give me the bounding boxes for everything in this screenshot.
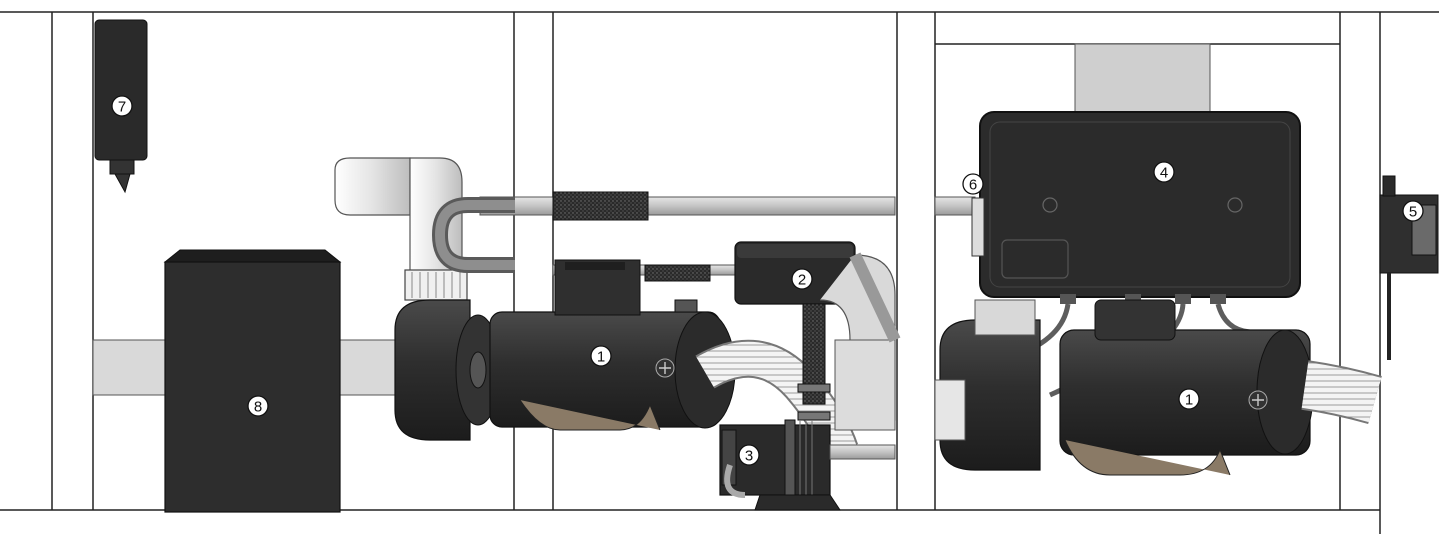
- pump-left-volute: [394, 299, 471, 441]
- corner-mark: ': [2, 0, 5, 8]
- pipe-insulation: [552, 191, 649, 221]
- callout-c6: 6: [962, 173, 984, 195]
- pvc-elbow: [334, 157, 515, 301]
- component-5: [1379, 175, 1439, 360]
- component-8: [163, 249, 342, 513]
- callout-c1a: 1: [590, 345, 612, 367]
- callout-number: 8: [254, 399, 262, 416]
- control-box-4: [971, 111, 1301, 304]
- callout-circle: [791, 268, 813, 290]
- callout-number: 1: [597, 349, 605, 366]
- callout-c2: 2: [791, 268, 813, 290]
- callout-c3: 3: [738, 444, 760, 466]
- callout-number: 1: [1185, 392, 1193, 409]
- callout-number: 5: [1409, 204, 1417, 221]
- callout-number: 3: [745, 448, 753, 465]
- pvc-fitting-center: [819, 252, 901, 431]
- callout-circle: [1153, 161, 1175, 183]
- component-7: [94, 19, 148, 194]
- vertical-support: [1074, 43, 1211, 115]
- component-3: [719, 419, 896, 511]
- support-beams: [92, 43, 1211, 396]
- callout-circle: [738, 444, 760, 466]
- callout-number: 4: [1160, 165, 1168, 182]
- callout-c5: 5: [1402, 200, 1424, 222]
- callout-circle: [111, 95, 133, 117]
- callout-c4: 4: [1153, 161, 1175, 183]
- callouts: 1 1 2 3 4 5 6 7 8: [111, 95, 1424, 466]
- callout-circle: [1402, 200, 1424, 222]
- pump-right: [934, 299, 1382, 476]
- pump-left: [394, 259, 736, 441]
- callout-c7: 7: [111, 95, 133, 117]
- callout-number: 2: [798, 272, 806, 289]
- callout-number: 7: [118, 99, 126, 116]
- callout-circle: [962, 173, 984, 195]
- callout-circle: [590, 345, 612, 367]
- callout-c1b: 1: [1178, 388, 1200, 410]
- callout-c8: 8: [247, 395, 269, 417]
- callout-circle: [1178, 388, 1200, 410]
- horizontal-pipe: [479, 191, 976, 282]
- callout-circle: [247, 395, 269, 417]
- callout-number: 6: [969, 177, 977, 194]
